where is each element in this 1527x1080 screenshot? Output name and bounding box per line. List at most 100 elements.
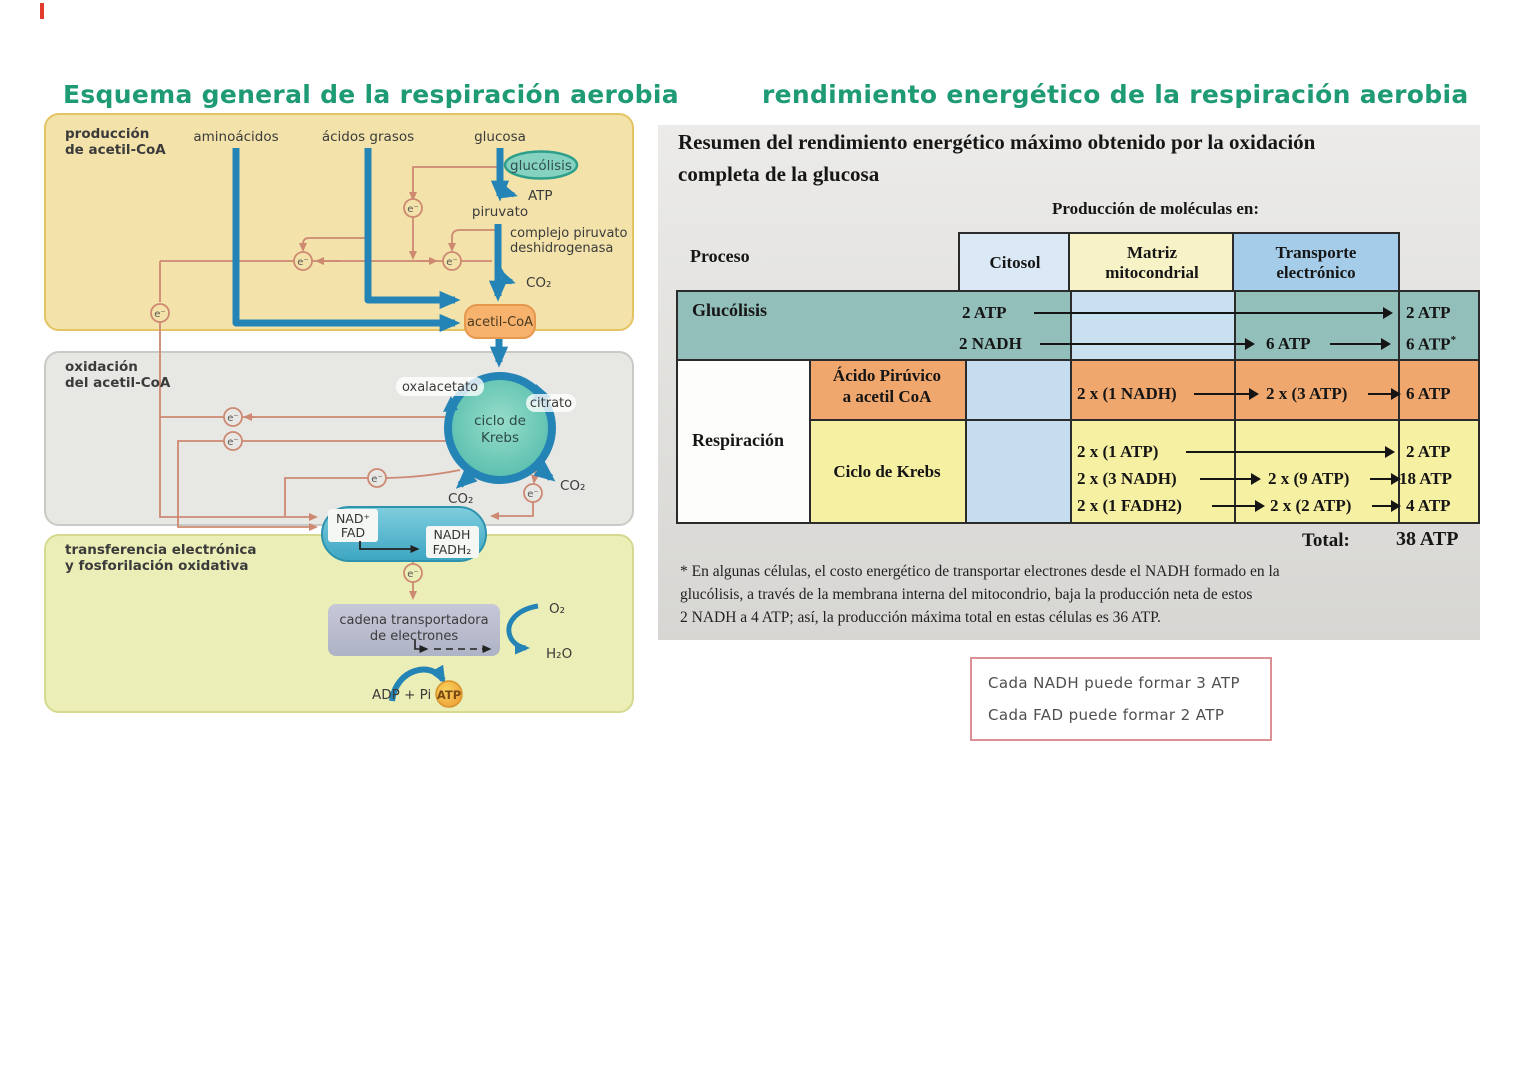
krebs-fadh-output: 4 ATP xyxy=(1406,496,1451,515)
electron-icon: e⁻ xyxy=(446,257,457,268)
krebs-sub-label: Ciclo de Krebs xyxy=(833,462,941,481)
glycolysis-nadh-output: 6 ATP* xyxy=(1406,334,1456,355)
fad-label: FAD xyxy=(341,525,365,540)
krebs-nadh-source: 2 x (3 NADH) xyxy=(1077,469,1177,488)
acetyl-coa-node xyxy=(464,304,536,339)
energy-yield-table: Glucólisis Respiración Ácido Pirúvico a … xyxy=(676,290,1480,524)
glycolysis-nadh-mid: 6 ATP xyxy=(1266,334,1311,353)
aminoacids-arrow xyxy=(232,148,461,333)
pyruvate-complex-line2: deshidrogenasa xyxy=(510,241,613,256)
arrow xyxy=(1370,473,1401,485)
glycolysis-nadh-output-value: 6 ATP xyxy=(1406,334,1451,354)
matriz-header: Matriz mitocondrial xyxy=(1068,232,1236,294)
section3-label-line2: y fosforilación oxidativa xyxy=(65,558,248,574)
pyruvate-complex-line1: complejo piruvato xyxy=(510,226,628,241)
krebs-ring-arrowhead-left xyxy=(443,396,458,412)
respiration-row-label: Respiración xyxy=(692,430,784,450)
electron-icon: e⁻ xyxy=(407,569,418,580)
total-label: Total: xyxy=(1302,530,1350,551)
pyruvic-nadh-output: 6 ATP xyxy=(1406,384,1451,403)
red-tick-mark xyxy=(40,3,44,19)
footnote-asterisk: * xyxy=(1450,334,1457,346)
electron-icon: e⁻ xyxy=(371,474,382,485)
note-box: Cada NADH puede formar 3 ATP Cada FAD pu… xyxy=(970,657,1272,741)
adp-pi-label: ADP + Pi xyxy=(372,687,431,703)
footnote-line1: * En algunas células, el costo energétic… xyxy=(680,563,1280,580)
co2-exit-left-arrow xyxy=(455,467,478,489)
glycolysis-oval xyxy=(503,150,579,180)
atp-ball-label: ATP xyxy=(437,688,461,702)
o2-to-h2o-arrow xyxy=(506,603,539,655)
glycolysis-atp-output: 2 ATP xyxy=(1406,303,1451,322)
proceso-header: Proceso xyxy=(690,246,750,266)
krebs-label-line2: Krebs xyxy=(481,430,519,446)
arrow xyxy=(1330,338,1391,350)
pyruvic-sub-cell xyxy=(809,359,965,419)
arrow xyxy=(1034,307,1393,319)
chain-elbow-arrow xyxy=(414,640,429,653)
atp-branch-arrow xyxy=(497,177,518,199)
krebs-nadh-output: 18 ATP xyxy=(1399,469,1453,488)
glycolysis-nadh-source: 2 NADH xyxy=(959,334,1022,353)
krebs-atp-source: 2 x (1 ATP) xyxy=(1077,442,1159,461)
transporte-header: Transporte electrónico xyxy=(1232,232,1400,294)
fatty-acids-arrow xyxy=(364,148,461,310)
pyruvic-nadh-source: 2 x (1 NADH) xyxy=(1077,384,1177,403)
section2-label-line2: del acetil-CoA xyxy=(65,375,171,391)
electron-icon: e⁻ xyxy=(297,257,308,268)
electron-flow-lines xyxy=(159,166,539,600)
section1-label-line1: producción xyxy=(65,126,149,142)
co2-left-label: CO₂ xyxy=(448,491,473,507)
oxaloacetate-label: oxalacetato xyxy=(402,380,478,395)
pyruvic-nadh-mid: 2 x (3 ATP) xyxy=(1266,384,1348,403)
transporte-header-line2: electrónico xyxy=(1276,263,1356,282)
grid-line xyxy=(678,359,1478,361)
arrow xyxy=(1372,500,1401,512)
table-heading-line1: Resumen del rendimiento energético máxim… xyxy=(678,130,1316,154)
fatty-acids-label: ácidos grasos xyxy=(322,129,414,145)
krebs-nadh-mid: 2 x (9 ATP) xyxy=(1268,469,1350,488)
pathway-arrows xyxy=(232,148,556,702)
grid-line xyxy=(965,359,967,522)
adp-to-atp-arrow xyxy=(389,664,446,702)
matriz-header-line1: Matriz xyxy=(1126,242,1178,262)
grid-line xyxy=(1234,292,1236,522)
arrow xyxy=(1040,338,1255,350)
pyruvic-citosol-cell xyxy=(965,359,1070,419)
krebs-citosol-cell xyxy=(965,419,1070,522)
o2-label: O₂ xyxy=(549,601,565,617)
section3-label-line1: transferencia electrónica xyxy=(65,542,256,558)
aminoacids-label: aminoácidos xyxy=(193,129,278,145)
nadh-label: NADH xyxy=(434,527,471,542)
electron-icon: e⁻ xyxy=(227,437,238,448)
krebs-cycle-ring xyxy=(444,372,556,484)
table-heading-line2: completa de la glucosa xyxy=(678,162,880,186)
grid-line xyxy=(809,419,1478,421)
glycolysis-matrix-cell xyxy=(1070,292,1234,359)
glucose-label: glucosa xyxy=(474,129,526,145)
atp-ball xyxy=(435,680,463,708)
acetyl-coa-production-box xyxy=(44,113,634,331)
chain-label-line2: de electrones xyxy=(370,629,458,644)
total-value: 38 ATP xyxy=(1396,528,1459,550)
section1-label-line2: de acetil-CoA xyxy=(65,142,166,158)
krebs-sub-cell xyxy=(809,419,965,522)
arrow xyxy=(1194,388,1259,400)
fad-to-fadh2-arrow xyxy=(359,541,420,553)
electron-icon: e⁻ xyxy=(154,309,165,320)
section2-label-line1: oxidación xyxy=(65,359,138,375)
citrate-halo xyxy=(526,394,576,412)
glycolysis-label: glucólisis xyxy=(510,158,572,174)
electron-transport-chain-box xyxy=(328,604,500,656)
co2-label: CO₂ xyxy=(526,275,551,291)
respiration-label-cell xyxy=(678,359,809,522)
footnote-line2: glucólisis, a través de la membrana inte… xyxy=(680,586,1253,603)
krebs-label-line1: ciclo de xyxy=(474,413,526,429)
atp-label: ATP xyxy=(528,188,553,204)
citosol-header: Citosol xyxy=(958,232,1072,294)
pyruvate-label: piruvato xyxy=(472,204,528,220)
arrow xyxy=(1200,473,1261,485)
electron-icon: e⁻ xyxy=(407,204,418,215)
pyruvic-values-cell xyxy=(1070,359,1478,419)
